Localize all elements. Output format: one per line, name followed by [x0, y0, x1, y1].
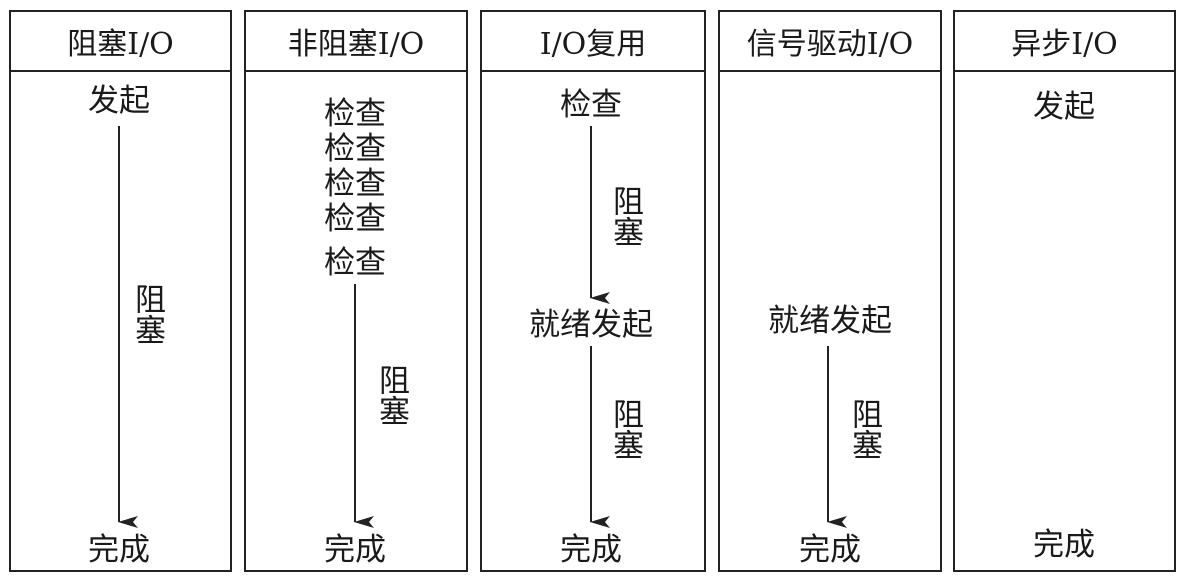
- blocking-label: 阻塞: [846, 398, 882, 460]
- column-io-multiplexing: I/O复用: [480, 10, 706, 572]
- column-header: I/O复用: [482, 12, 704, 72]
- blocking-label: 阻塞: [607, 185, 643, 247]
- step-complete: 完成: [560, 532, 622, 568]
- blocking-label: 阻塞: [129, 283, 165, 345]
- step-ready-start: 就绪发起: [529, 307, 653, 343]
- step-check: 检查: [324, 166, 386, 202]
- column-blocking-io: 阻塞I/O: [9, 10, 232, 572]
- column-header: 阻塞I/O: [11, 12, 230, 72]
- step-check: 检查: [324, 96, 386, 132]
- step-start: 发起: [1033, 89, 1095, 125]
- step-check: 检查: [324, 201, 386, 237]
- blocking-label: 阻塞: [607, 398, 643, 460]
- step-check: 检查: [324, 131, 386, 167]
- column-header: 信号驱动I/O: [720, 12, 940, 72]
- step-check: 检查: [324, 245, 386, 281]
- step-check: 检查: [560, 87, 622, 123]
- column-async-io: 异步I/O: [953, 10, 1176, 572]
- column-header: 异步I/O: [955, 12, 1174, 72]
- step-complete: 完成: [1033, 527, 1095, 563]
- step-complete: 完成: [324, 532, 386, 568]
- column-signal-driven-io: 信号驱动I/O: [718, 10, 942, 572]
- step-ready-start: 就绪发起: [768, 303, 892, 339]
- column-header: 非阻塞I/O: [246, 12, 466, 72]
- step-complete: 完成: [88, 532, 150, 568]
- step-complete: 完成: [799, 532, 861, 568]
- step-start: 发起: [88, 83, 150, 119]
- blocking-label: 阻塞: [373, 364, 409, 426]
